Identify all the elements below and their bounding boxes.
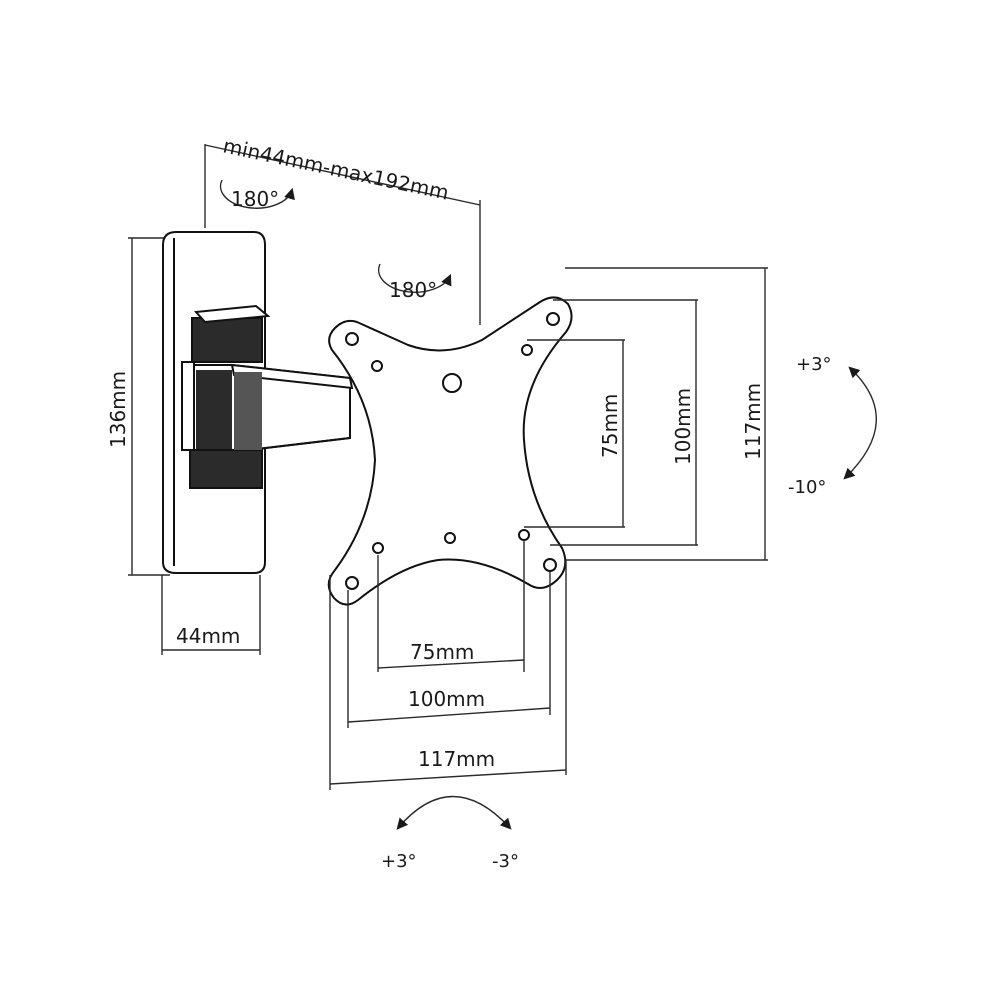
level-right-label: -3° — [492, 851, 519, 872]
tilt-indicator: +3° -10° — [788, 354, 877, 498]
arm-swivel-label: 180° — [231, 187, 279, 211]
hole-outer-top-right — [546, 312, 560, 326]
vesa-small-horizontal-dimension: 75mm — [377, 540, 525, 672]
hole-inner-bottom-right — [518, 529, 530, 541]
plate-width-horizontal-label: 117mm — [418, 747, 495, 771]
tilt-down-label: -10° — [788, 477, 826, 498]
vesa-plate — [327, 296, 573, 606]
vesa-medium-horizontal-label: 100mm — [408, 687, 485, 711]
swing-arm — [181, 304, 354, 489]
wall-depth-label: 44mm — [176, 624, 240, 648]
tilt-up-label: +3° — [796, 354, 832, 375]
vesa-medium-vertical-label: 100mm — [671, 388, 695, 465]
hole-inner-top-right — [521, 344, 533, 356]
center-hole-top — [442, 373, 462, 393]
vesa-small-vertical-label: 75mm — [598, 394, 622, 458]
hole-outer-top-left — [345, 332, 359, 346]
mounting-holes — [345, 312, 560, 590]
center-hole-bottom — [444, 532, 456, 544]
hole-inner-bottom-left — [372, 542, 384, 554]
vesa-small-vertical-dimension: 75mm — [524, 339, 625, 528]
head-swivel-label: 180° — [389, 278, 437, 302]
plate-height-dimension: 117mm — [565, 267, 768, 561]
hole-outer-bottom-right — [543, 558, 557, 572]
level-left-label: +3° — [381, 851, 417, 872]
wall-depth-dimension: 44mm — [161, 575, 261, 655]
hole-outer-bottom-left — [345, 576, 359, 590]
level-indicator: +3° -3° — [381, 795, 519, 872]
plate-width-horizontal-dimension: 117mm — [329, 560, 567, 790]
vesa-medium-vertical-dimension: 100mm — [550, 299, 698, 546]
wall-height-label: 136mm — [106, 371, 130, 448]
arm-swivel-indicator: 180° — [219, 179, 295, 211]
wall-height-dimension: 136mm — [106, 237, 170, 576]
plate-height-label: 117mm — [741, 383, 765, 460]
hole-inner-top-left — [371, 360, 383, 372]
head-swivel-indicator: 180° — [377, 263, 452, 302]
vesa-small-horizontal-label: 75mm — [410, 640, 474, 664]
vesa-medium-horizontal-dimension: 100mm — [347, 572, 551, 728]
